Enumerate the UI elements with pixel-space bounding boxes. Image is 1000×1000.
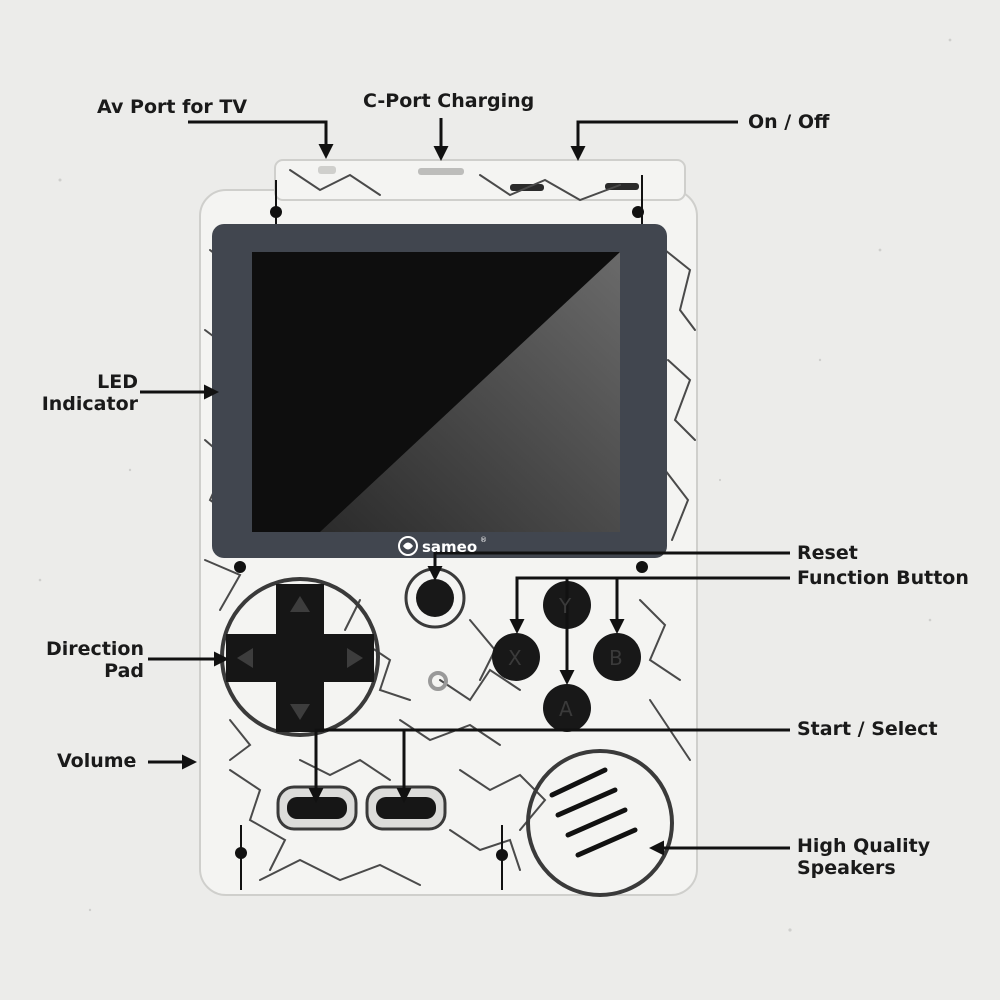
dpad-down-icon [290,704,310,720]
start-arrow [308,728,790,803]
brand-logo [398,536,418,556]
face-buttons [492,581,641,732]
dpad-up-icon [290,596,310,612]
function-arrow-x [509,576,790,634]
dpad-left-icon [237,648,253,668]
callout-arrows [140,118,790,856]
volume-label: Volume [57,750,137,772]
c-port-label: C-Port Charging [363,90,535,112]
button-y-label: Y [558,594,572,618]
start-select-buttons [276,785,447,831]
speaker-grille [526,749,674,897]
on-off-arrow [570,120,738,161]
av-port-label: Av Port for TV [97,96,248,118]
speakers-label-line2: Speakers [797,857,896,879]
brand-registered-mark: ® [480,536,487,544]
button-b-label: B [609,646,623,670]
speakers-label-line1: High Quality [797,835,931,857]
direction-pad [220,577,380,737]
button-a-label: A [559,697,573,721]
usb-c-port-icon [418,168,464,175]
av-port-icon [318,166,336,174]
led-label-line2: Indicator [41,393,138,415]
reset-label: Reset [797,542,858,564]
screen [212,224,667,558]
button-x-label: X [508,646,522,670]
paper-texture [38,38,952,932]
direction-label-line2: Pad [104,660,144,682]
led-label-line1: LED [97,371,138,393]
function-button-label: Function Button [797,567,969,589]
start-select-label: Start / Select [797,718,938,740]
dpad-right-icon [347,648,363,668]
screw-stems [240,175,643,890]
on-off-label: On / Off [748,111,830,133]
indicator-ring-icon [428,671,448,691]
reset-arrow [427,551,790,581]
brand-name: sameo [422,538,477,556]
av-port-arrow [188,120,334,159]
direction-label-line1: Direction [46,638,144,660]
